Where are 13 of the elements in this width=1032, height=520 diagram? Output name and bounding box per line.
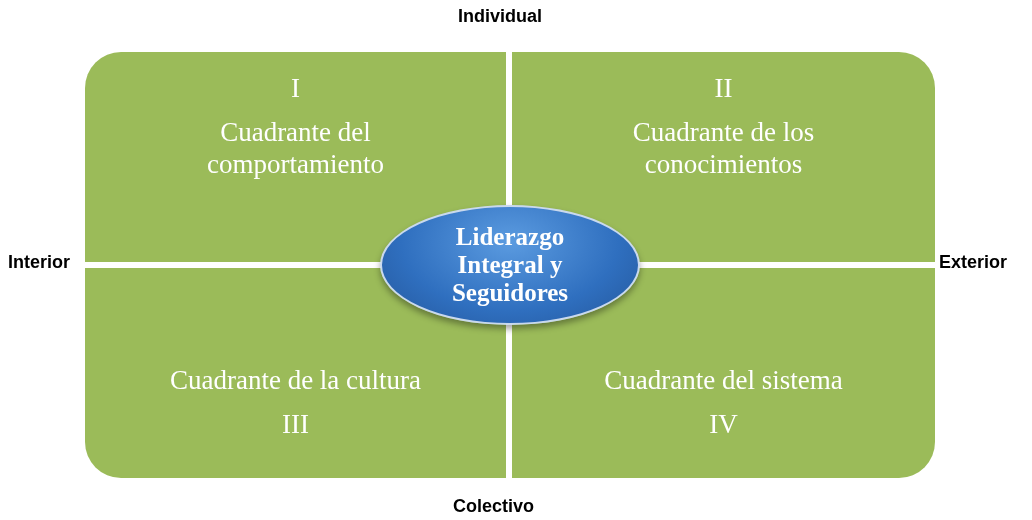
axis-label: Interior (8, 252, 70, 273)
axis-label: Colectivo (453, 496, 535, 517)
quadrant-title: Cuadrante de la cultura (169, 364, 422, 396)
quadrant-title: Cuadrante de los conocimientos (631, 116, 816, 180)
center-title: Liderazgo Integral y Seguidores (450, 223, 570, 307)
roman-numeral: IV (709, 408, 738, 440)
roman-numeral: III (282, 408, 309, 440)
axis-label: Exterior (939, 252, 1008, 273)
roman-numeral: I (291, 72, 300, 104)
quadrant-title: Cuadrante del comportamiento (206, 116, 385, 180)
roman-numeral: II (714, 72, 733, 104)
axis-label: Individual (458, 6, 542, 27)
quadrant-title: Cuadrante del sistema (604, 364, 843, 396)
